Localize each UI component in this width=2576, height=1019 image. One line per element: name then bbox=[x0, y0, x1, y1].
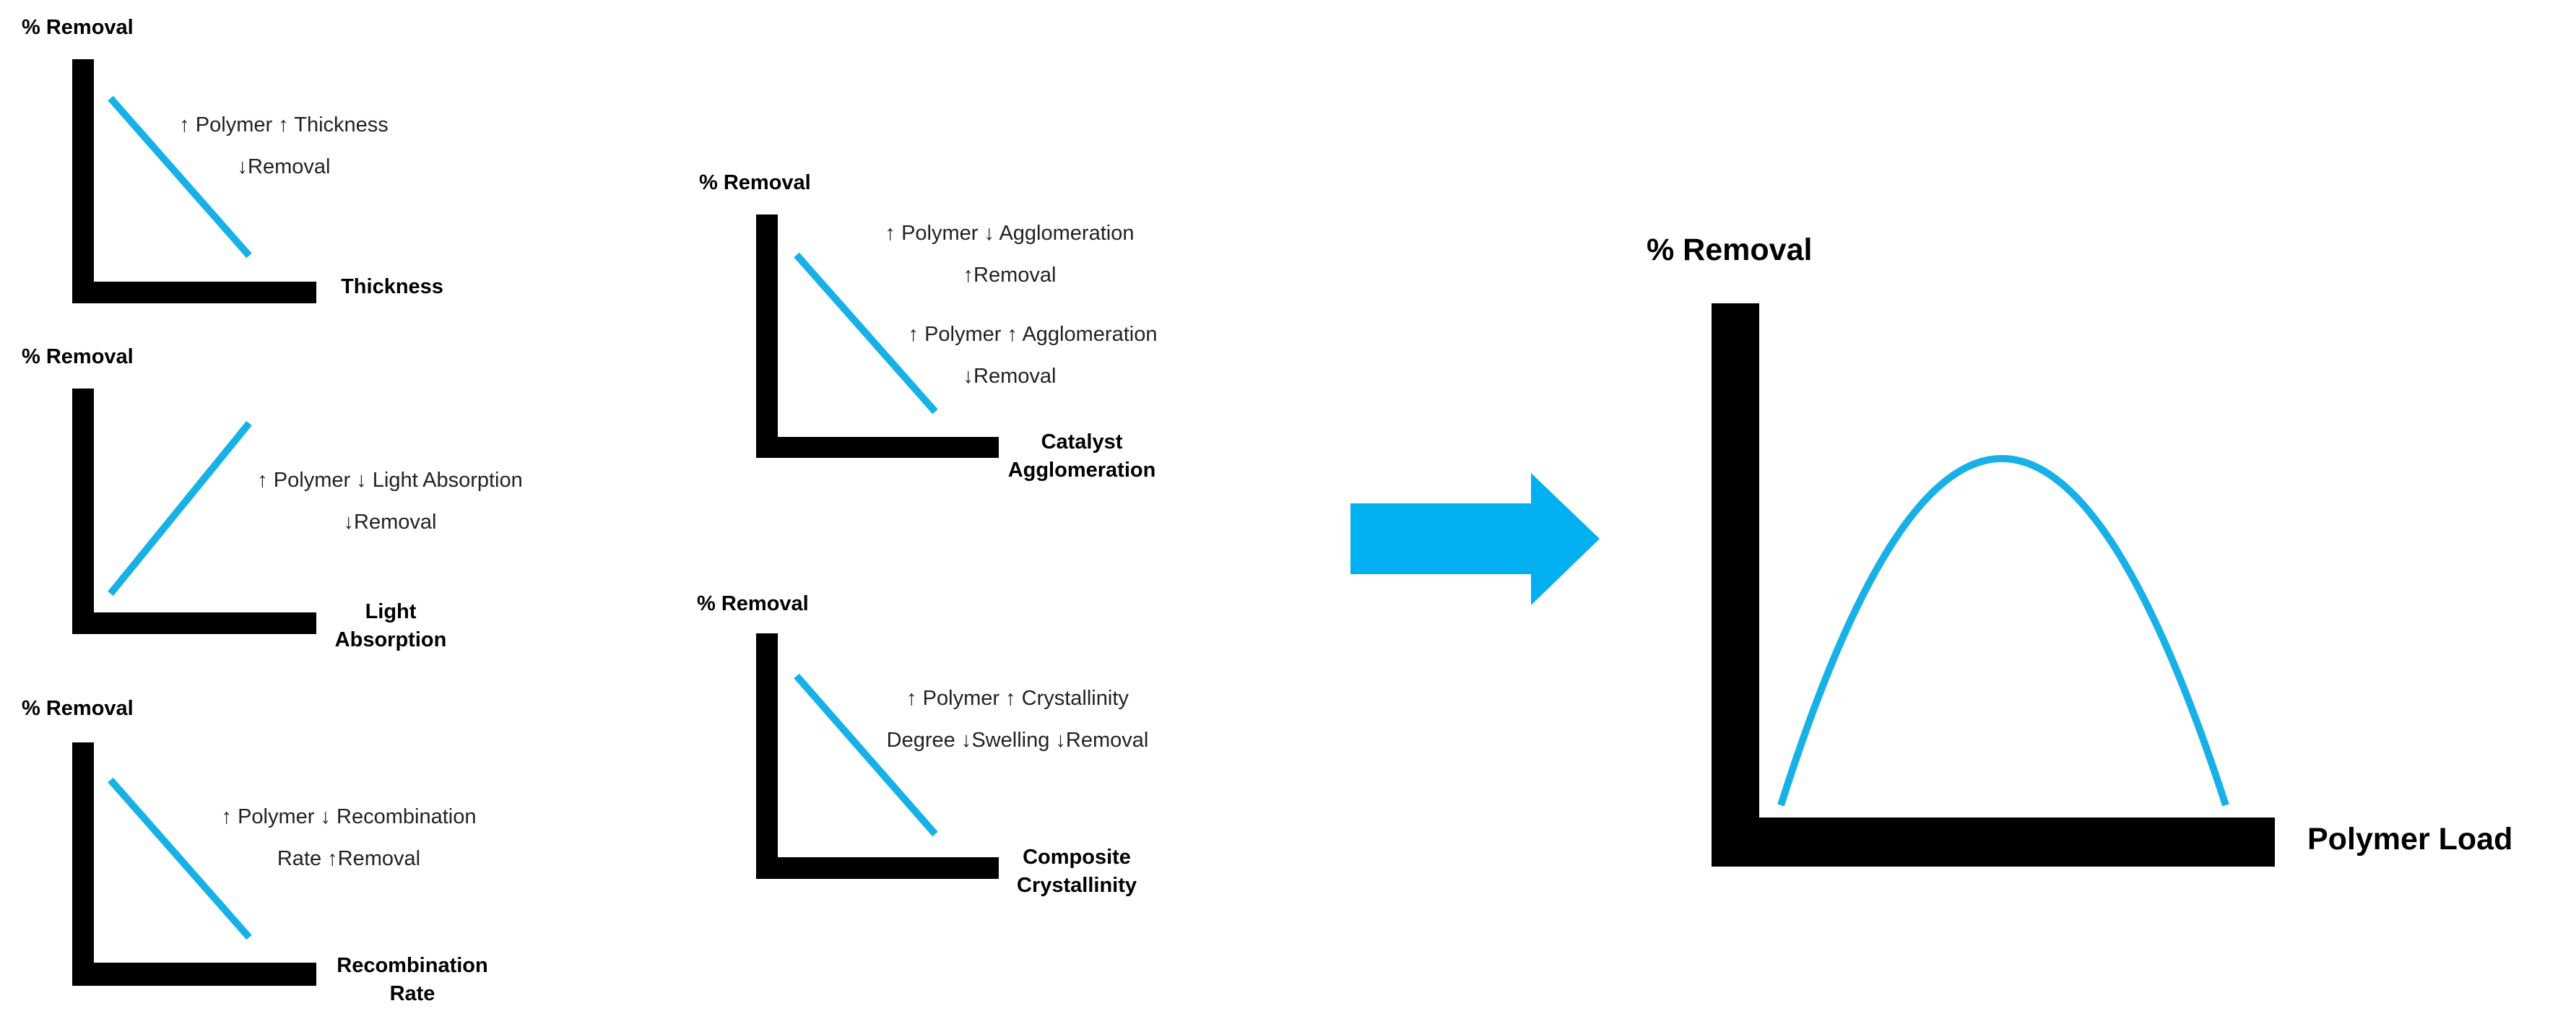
annotation-line: ↑ Polymer ↑ Thickness bbox=[179, 113, 389, 136]
y-axis bbox=[72, 389, 94, 634]
x-axis-label-line: Crystallinity bbox=[1017, 874, 1137, 897]
x-axis-label: Light Absorption bbox=[335, 598, 447, 654]
annotation: ↑ Polymer ↓ Light Absorption ↓Removal bbox=[257, 459, 523, 543]
y-axis bbox=[756, 633, 778, 879]
trend-svg bbox=[108, 95, 252, 259]
summary-curve-svg bbox=[1777, 455, 2229, 807]
x-axis-label-line: Absorption bbox=[334, 628, 447, 651]
panel-light-absorption: % Removal ↑ Polymer ↓ Light Absorption ↓… bbox=[0, 332, 578, 672]
x-axis bbox=[72, 963, 316, 986]
x-axis-label: Thickness bbox=[341, 273, 443, 301]
x-axis-label-line: Thickness bbox=[341, 275, 443, 298]
panel-catalyst-agglomeration: % Removal ↑ Polymer ↓ Agglomeration ↑Rem… bbox=[686, 155, 1278, 502]
x-axis-label: Catalyst Agglomeration bbox=[1008, 428, 1156, 485]
trend-svg bbox=[108, 777, 252, 940]
panel-composite-crystallinity: % Removal ↑ Polymer ↑ Crystallinity Degr… bbox=[686, 578, 1278, 924]
x-axis bbox=[756, 437, 999, 458]
trend-svg bbox=[794, 673, 938, 837]
annotation-line: ↓Removal bbox=[963, 365, 1057, 388]
annotation-line: ↑ Polymer ↑ Crystallinity bbox=[906, 687, 1129, 710]
trend-line bbox=[108, 777, 252, 940]
summary-curve bbox=[1777, 455, 2229, 807]
x-axis-label-line: Agglomeration bbox=[1007, 459, 1156, 482]
annotation-line: ↑ Polymer ↑ Agglomeration bbox=[908, 323, 1158, 346]
annotation: ↑ Polymer ↑ Thickness ↓Removal bbox=[179, 104, 389, 188]
x-axis-label: Recombination Rate bbox=[337, 952, 487, 1008]
y-axis bbox=[756, 214, 778, 458]
x-axis-label-line: Composite bbox=[1023, 846, 1131, 869]
trend-line bbox=[108, 420, 252, 597]
trend-line bbox=[794, 252, 938, 415]
y-axis-label: % Removal bbox=[22, 697, 134, 720]
annotation-line: ↑Removal bbox=[963, 264, 1057, 287]
trend-svg bbox=[108, 420, 252, 597]
annotation: ↑ Polymer ↑ Crystallinity Degree ↓Swelli… bbox=[887, 677, 1149, 761]
x-axis bbox=[756, 857, 999, 879]
annotation-line: Degree ↓Swelling ↓Removal bbox=[886, 729, 1149, 752]
panel-recombination-rate: % Removal ↑ Polymer ↓ Recombination Rate… bbox=[0, 686, 578, 1019]
annotation-line: ↑ Polymer ↓ Light Absorption bbox=[257, 469, 523, 492]
annotation: ↑ Polymer ↓ Agglomeration ↑Removal ↑ Pol… bbox=[885, 212, 1158, 388]
trend-line bbox=[108, 95, 252, 259]
trend-svg bbox=[794, 252, 938, 415]
y-axis bbox=[72, 59, 94, 303]
panel-thickness: % Removal ↑ Polymer ↑ Thickness ↓Removal… bbox=[0, 0, 578, 325]
summary-x-axis-label: Polymer Load bbox=[2307, 822, 2513, 857]
x-axis-label-line: Light bbox=[365, 600, 417, 623]
summary-y-axis bbox=[1712, 303, 1759, 867]
y-axis bbox=[72, 742, 94, 986]
summary-y-axis-label: % Removal bbox=[1647, 233, 1813, 267]
y-axis-label: % Removal bbox=[699, 171, 811, 194]
annotation-line: ↑ Polymer ↓ Agglomeration bbox=[885, 222, 1135, 245]
x-axis-label: Composite Crystallinity bbox=[1017, 844, 1137, 900]
trend-line bbox=[794, 673, 938, 837]
annotation: ↑ Polymer ↓ Recombination Rate ↑Removal bbox=[222, 796, 477, 880]
annotation-line: ↓Removal bbox=[237, 155, 331, 178]
x-axis-label-line: Rate bbox=[389, 982, 435, 1005]
annotation-line: ↓Removal bbox=[343, 511, 437, 534]
x-axis bbox=[72, 282, 316, 303]
y-axis-label: % Removal bbox=[22, 16, 134, 39]
x-axis-label-line: Recombination bbox=[337, 954, 488, 977]
annotation-line: Rate ↑Removal bbox=[277, 847, 421, 870]
y-axis-label: % Removal bbox=[22, 345, 134, 368]
summary-x-axis bbox=[1712, 818, 2275, 867]
annotation-line: ↑ Polymer ↓ Recombination bbox=[221, 805, 477, 828]
x-axis bbox=[72, 612, 316, 634]
summary-chart: % Removal Polymer Load bbox=[1625, 217, 2576, 903]
y-axis-label: % Removal bbox=[697, 592, 809, 615]
x-axis-label-line: Catalyst bbox=[1041, 430, 1123, 454]
right-arrow-icon bbox=[1350, 473, 1600, 605]
